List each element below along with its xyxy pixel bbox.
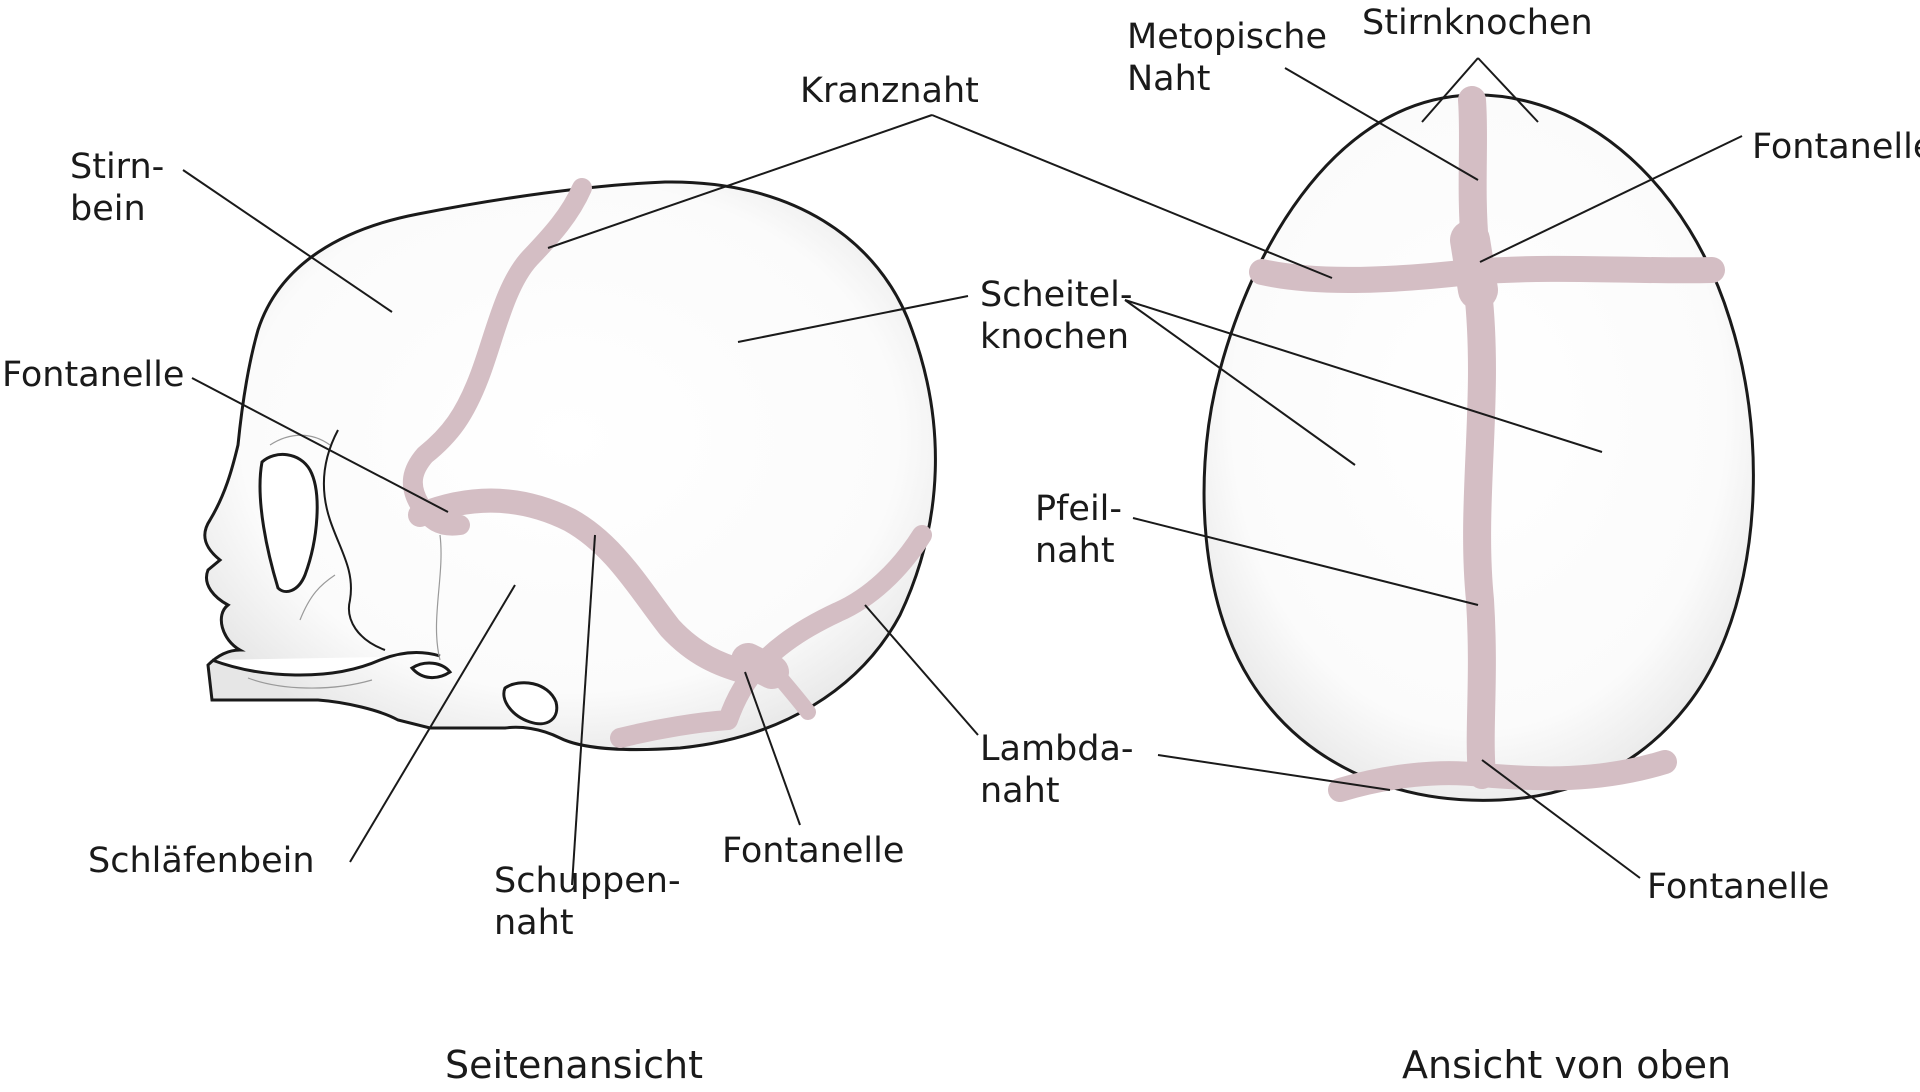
leader-pfeilnaht xyxy=(1132,517,1479,606)
label-schlaefenbein: Schläfenbein xyxy=(88,841,315,881)
leader-stirnbein xyxy=(182,169,393,313)
caption-side-view: Seitenansicht xyxy=(445,1043,703,1087)
leader-schuppennaht xyxy=(571,534,596,886)
side-fontanelle-back xyxy=(731,643,789,689)
leader-kranznaht-side xyxy=(547,114,933,249)
side-nasal-notch xyxy=(409,661,453,679)
side-cheek-line xyxy=(322,429,386,651)
label-scheitelknochen: Scheitel- knochen xyxy=(980,275,1144,357)
leader-fontanelle-top-front xyxy=(1479,135,1743,263)
side-fine-line-2 xyxy=(435,534,442,661)
top-view-skull xyxy=(1202,86,1755,802)
side-ear-opening xyxy=(502,681,559,726)
leader-stirnknochen-right xyxy=(1477,57,1539,123)
labels: Kranznaht Stirn- bein Fontanelle Scheite… xyxy=(2,3,1920,943)
leader-scheitel-side xyxy=(737,295,969,343)
leader-lines xyxy=(182,57,1743,886)
label-stirnknochen: Stirnknochen xyxy=(1362,3,1593,43)
leader-scheitel-top-right xyxy=(1124,299,1603,453)
leader-lambdanaht-side xyxy=(864,604,979,736)
leader-fontanelle-top-back xyxy=(1481,759,1641,879)
label-fontanelle-side-front: Fontanelle xyxy=(2,355,184,395)
side-fine-line-3 xyxy=(299,574,336,621)
label-schuppennaht: Schuppen- naht xyxy=(494,861,692,943)
leader-fontanelle-side-front xyxy=(191,377,449,513)
captions: Seitenansicht Ansicht von oben xyxy=(445,1043,1731,1087)
side-eye-socket xyxy=(258,453,319,593)
side-squamous-suture xyxy=(408,488,757,684)
label-kranznaht: Kranznaht xyxy=(800,71,979,111)
leader-fontanelle-side-back xyxy=(744,671,801,826)
leader-lambdanaht-top xyxy=(1157,754,1391,791)
label-metopische-naht: Metopische Naht xyxy=(1127,17,1338,99)
label-lambdanaht: Lambda- naht xyxy=(980,729,1145,811)
side-jaw xyxy=(211,651,441,677)
side-fine-line-1 xyxy=(247,677,373,689)
top-lambdoid-suture xyxy=(1328,750,1677,802)
top-sagittal-suture xyxy=(1463,276,1496,789)
label-fontanelle-top-back: Fontanelle xyxy=(1647,867,1829,907)
label-fontanelle-side-back: Fontanelle xyxy=(722,831,904,871)
label-stirnbein: Stirn- bein xyxy=(70,147,175,229)
side-view-skull xyxy=(203,178,937,752)
side-cranium-outline xyxy=(203,180,937,752)
leader-scheitel-top-left xyxy=(1124,299,1356,466)
leader-schlaefenbein xyxy=(349,584,516,863)
caption-top-view: Ansicht von oben xyxy=(1402,1043,1731,1087)
label-fontanelle-top-front: Fontanelle xyxy=(1752,127,1920,167)
leader-stirnknochen-left xyxy=(1421,57,1479,123)
leader-metopische-naht xyxy=(1284,67,1479,181)
label-pfeilnaht: Pfeil- naht xyxy=(1035,489,1133,571)
leader-kranznaht-top xyxy=(931,114,1333,279)
